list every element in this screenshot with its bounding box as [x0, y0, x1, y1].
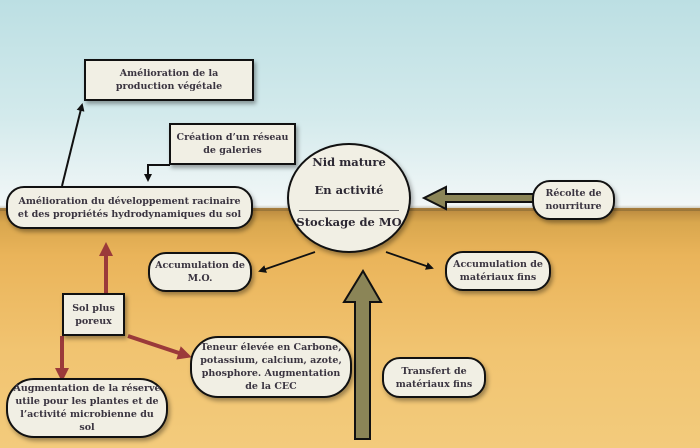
node-developpement-racinaire: Amélioration du développement racinaire …	[6, 186, 253, 229]
node-production-vegetale: Amélioration de la production végétale	[84, 59, 254, 101]
big-arrow-left	[421, 185, 541, 211]
central-separator	[299, 210, 399, 211]
node-accumulation-mo: Accumulation de M.O.	[148, 252, 252, 292]
node-teneur-elevee: Teneur élevée en Carbone, potassium, cal…	[190, 336, 352, 398]
red-arrow-right	[127, 334, 192, 360]
central-line-1: Nid mature	[312, 155, 386, 169]
node-recolte-nourriture: Récolte de nourriture	[532, 180, 615, 220]
central-line-2: En activité	[314, 183, 384, 197]
arrow-to-production	[61, 103, 85, 187]
node-reseau-galeries: Création d’un réseau de galeries	[169, 123, 296, 165]
node-accumulation-materiaux: Accumulation de matériaux fins	[445, 251, 551, 291]
central-node-nid: Nid mature En activité Stockage de MO	[287, 143, 411, 253]
arrow-to-accumulation-mo	[258, 251, 316, 273]
node-transfert-materiaux: Transfert de matériaux fins	[382, 357, 486, 398]
node-sol-poreux: Sol plus poreux	[62, 293, 125, 336]
central-line-3: Stockage de MO	[296, 215, 402, 229]
arrow-to-accumulation-materiaux	[385, 251, 434, 270]
node-reserve-utile: Augmentation de la réserve utile pour le…	[6, 378, 168, 438]
big-arrow-up	[342, 269, 383, 440]
arrow-galeries-to-racinaire	[144, 164, 170, 182]
